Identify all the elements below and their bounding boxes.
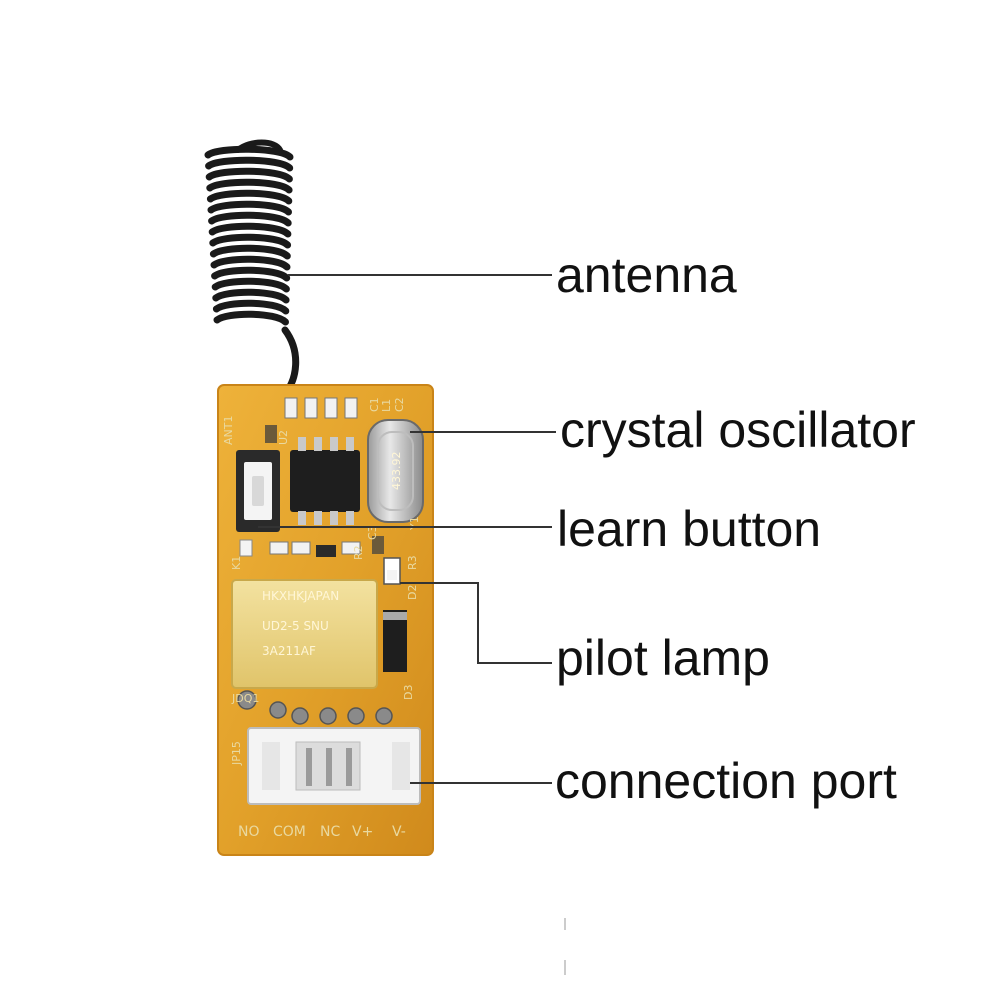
silk-ant: ANT1 bbox=[222, 416, 235, 445]
diode-d3 bbox=[383, 610, 407, 672]
crystal-marking: 433.92 bbox=[390, 452, 403, 491]
antenna-coil bbox=[204, 139, 300, 413]
antenna-coil-turn bbox=[204, 145, 294, 161]
silk-c3: C3 bbox=[366, 525, 379, 540]
silk-d2: D2 bbox=[406, 585, 419, 600]
antenna-coil-turn bbox=[207, 200, 292, 216]
antenna-coil-turn bbox=[211, 277, 290, 293]
antenna-coil-turn bbox=[208, 222, 292, 238]
antenna-coil-turn bbox=[206, 178, 293, 194]
pin-label-vminus: V- bbox=[392, 824, 406, 840]
antenna-coil-turn bbox=[209, 244, 291, 260]
pin-label-vplus: V+ bbox=[352, 824, 373, 840]
silk-y1: Y1 bbox=[408, 516, 421, 531]
antenna-coil-turn bbox=[210, 255, 291, 271]
antenna-coil-turn bbox=[205, 167, 293, 183]
silk-k1: K1 bbox=[230, 556, 243, 570]
silk-jp15: JP15 bbox=[230, 741, 243, 766]
callout-antenna: antenna bbox=[556, 247, 737, 303]
antenna-coil-turn bbox=[208, 211, 292, 227]
antenna-coil-turn bbox=[212, 299, 290, 315]
silk-u2: U2 bbox=[277, 430, 290, 445]
antenna-coil-turn bbox=[213, 310, 289, 326]
relay: HKXHKJAPAN UD2-5 SNU 3A211AF bbox=[231, 579, 378, 689]
solder-pads bbox=[237, 690, 393, 725]
silk-c2: C2 bbox=[393, 397, 406, 412]
leader-lines bbox=[258, 274, 556, 784]
antenna-coil-turn bbox=[212, 288, 290, 304]
crystal-oscillator: 433.92 bbox=[367, 419, 424, 523]
pin-label-no: NO bbox=[238, 824, 260, 840]
leader-line-pilot bbox=[400, 582, 552, 664]
callout-crystal-oscillator: crystal oscillator bbox=[560, 402, 916, 458]
antenna-coil-turn bbox=[205, 156, 294, 172]
ic-chip bbox=[290, 437, 360, 525]
silk-l1: L1 bbox=[380, 399, 393, 412]
relay-text-3: 3A211AF bbox=[262, 644, 316, 658]
silk-d3: D3 bbox=[402, 685, 415, 700]
antenna-coil-turn bbox=[211, 266, 291, 282]
silk-c1: C1 bbox=[368, 397, 381, 412]
smd-components-middle bbox=[269, 536, 384, 557]
pin-labels: NO COM NC V+ V- bbox=[238, 824, 406, 840]
connection-port bbox=[247, 727, 421, 805]
callout-pilot-lamp: pilot lamp bbox=[556, 630, 770, 686]
antenna-coil-turn bbox=[209, 233, 292, 249]
relay-text-2: UD2-5 SNU bbox=[262, 619, 329, 633]
callout-connection-port: connection port bbox=[555, 753, 897, 809]
silk-jdq1: JDQ1 bbox=[231, 692, 259, 705]
relay-text-1: HKXHKJAPAN bbox=[262, 589, 339, 603]
pin-label-com: COM bbox=[273, 824, 306, 840]
pilot-lamp-led bbox=[383, 557, 401, 585]
antenna-coil-turn bbox=[206, 189, 293, 205]
callout-learn-button: learn button bbox=[557, 501, 822, 557]
silkscreen-labels: ANT1 U2 C1 L1 C2 C3 Y1 K1 R2 R3 D2 D3 JD… bbox=[222, 397, 421, 766]
learn-button[interactable] bbox=[236, 450, 280, 557]
silk-r2: R2 bbox=[352, 545, 365, 560]
silk-r3: R3 bbox=[406, 555, 419, 570]
pin-label-nc: NC bbox=[320, 824, 340, 840]
smd-components-top bbox=[265, 397, 358, 443]
